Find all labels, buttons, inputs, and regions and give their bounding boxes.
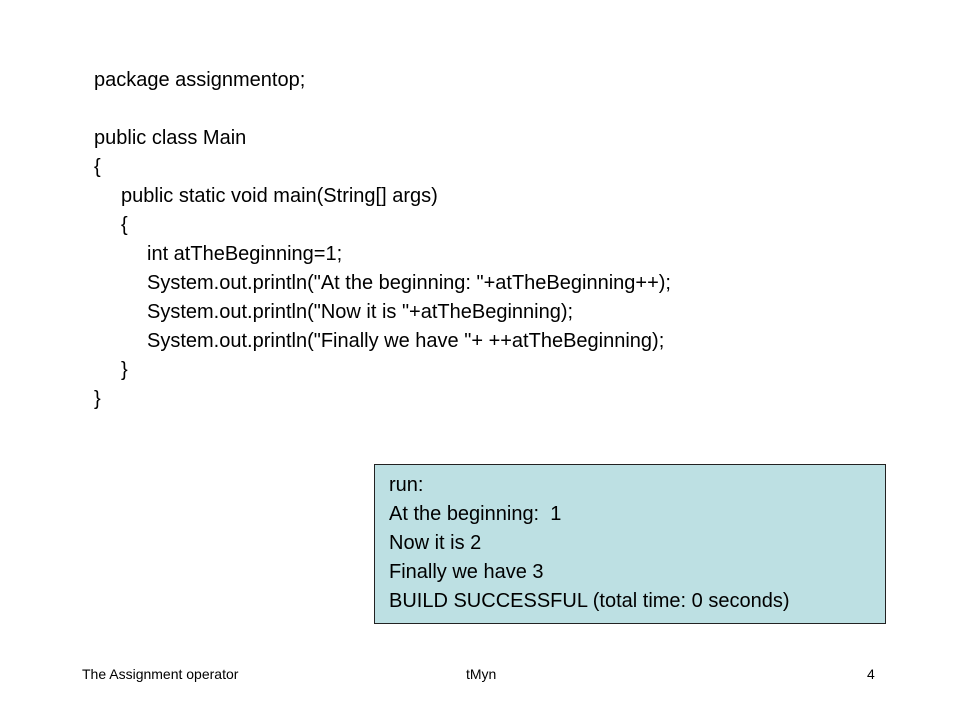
footer-title: The Assignment operator <box>82 666 239 682</box>
code-line: System.out.println("Finally we have "+ +… <box>147 330 665 352</box>
code-line: } <box>121 359 128 381</box>
output-line: Finally we have 3 <box>389 561 544 583</box>
output-line: Now it is 2 <box>389 532 482 554</box>
code-line: { <box>94 156 101 178</box>
output-line: At the beginning: 1 <box>389 503 562 525</box>
program-output-box: run: At the beginning: 1 Now it is 2 Fin… <box>374 464 886 624</box>
code-line: { <box>121 214 128 236</box>
code-blank-line <box>94 95 671 124</box>
code-block: package assignmentop; public class Main … <box>94 66 671 414</box>
slide-number: 4 <box>867 666 875 682</box>
code-line: public static void main(String[] args) <box>121 185 438 207</box>
output-line: run: <box>389 474 424 496</box>
output-line: BUILD SUCCESSFUL (total time: 0 seconds) <box>389 590 790 612</box>
code-line: System.out.println("Now it is "+atTheBeg… <box>147 301 574 323</box>
code-line: System.out.println("At the beginning: "+… <box>147 272 671 294</box>
code-line: } <box>94 388 101 410</box>
code-line: package assignmentop; <box>94 69 306 91</box>
code-line: int atTheBeginning=1; <box>147 243 343 265</box>
code-line: public class Main <box>94 127 247 149</box>
footer-author: tMyn <box>466 666 497 682</box>
